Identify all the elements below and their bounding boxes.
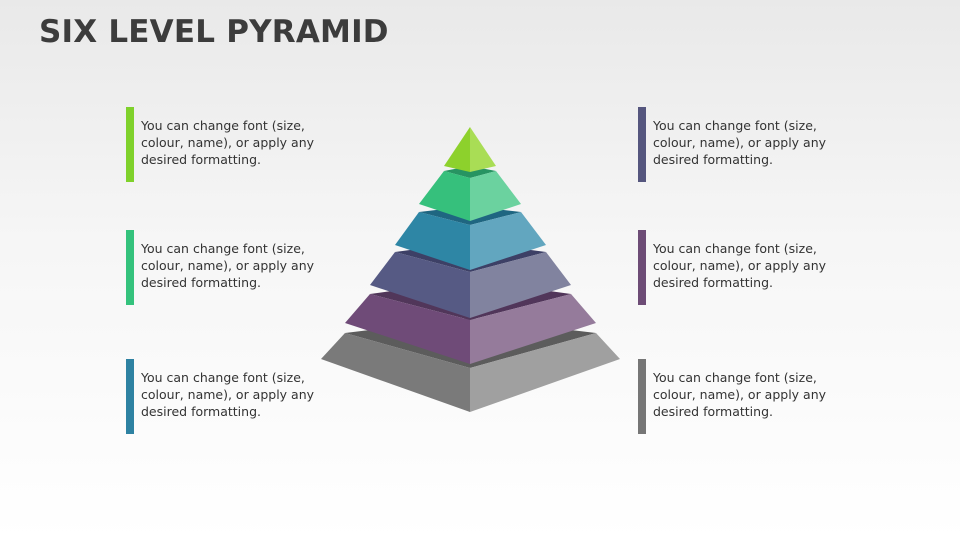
text-card-right-3: You can change font (size, colour, name)… bbox=[638, 359, 838, 434]
pyramid-level-5-left-face bbox=[345, 294, 470, 364]
pyramid-level-2-right-face bbox=[470, 171, 521, 221]
card-text: You can change font (size, colour, name)… bbox=[141, 241, 315, 290]
pyramid-level-4-left-face bbox=[370, 252, 470, 318]
pyramid-level-5-right-face bbox=[470, 294, 596, 364]
accent-bar bbox=[126, 230, 134, 305]
page-title: SIX LEVEL PYRAMID bbox=[39, 14, 389, 50]
pyramid-level-3-right-face bbox=[470, 212, 546, 270]
pyramid-level-1-left-face bbox=[444, 127, 470, 172]
text-card-left-1: You can change font (size, colour, name)… bbox=[126, 107, 326, 182]
pyramid-level-1-right-face bbox=[470, 127, 496, 172]
pyramid-level-3-left-face bbox=[395, 212, 470, 270]
pyramid-level-4-right-face bbox=[470, 252, 571, 318]
text-card-right-1: You can change font (size, colour, name)… bbox=[638, 107, 838, 182]
card-text: You can change font (size, colour, name)… bbox=[653, 370, 827, 419]
accent-bar bbox=[126, 107, 134, 182]
accent-bar bbox=[638, 107, 646, 182]
pyramid-level-6-left-face bbox=[321, 333, 470, 412]
pyramid-level-2-left-face bbox=[419, 171, 470, 221]
card-text: You can change font (size, colour, name)… bbox=[141, 118, 315, 167]
text-card-left-2: You can change font (size, colour, name)… bbox=[126, 230, 326, 305]
accent-bar bbox=[126, 359, 134, 434]
pyramid-level-6-right-face bbox=[470, 333, 620, 412]
card-text: You can change font (size, colour, name)… bbox=[653, 118, 827, 167]
accent-bar bbox=[638, 230, 646, 305]
card-text: You can change font (size, colour, name)… bbox=[653, 241, 827, 290]
accent-bar bbox=[638, 359, 646, 434]
card-text: You can change font (size, colour, name)… bbox=[141, 370, 315, 419]
text-card-right-2: You can change font (size, colour, name)… bbox=[638, 230, 838, 305]
text-card-left-3: You can change font (size, colour, name)… bbox=[126, 359, 326, 434]
